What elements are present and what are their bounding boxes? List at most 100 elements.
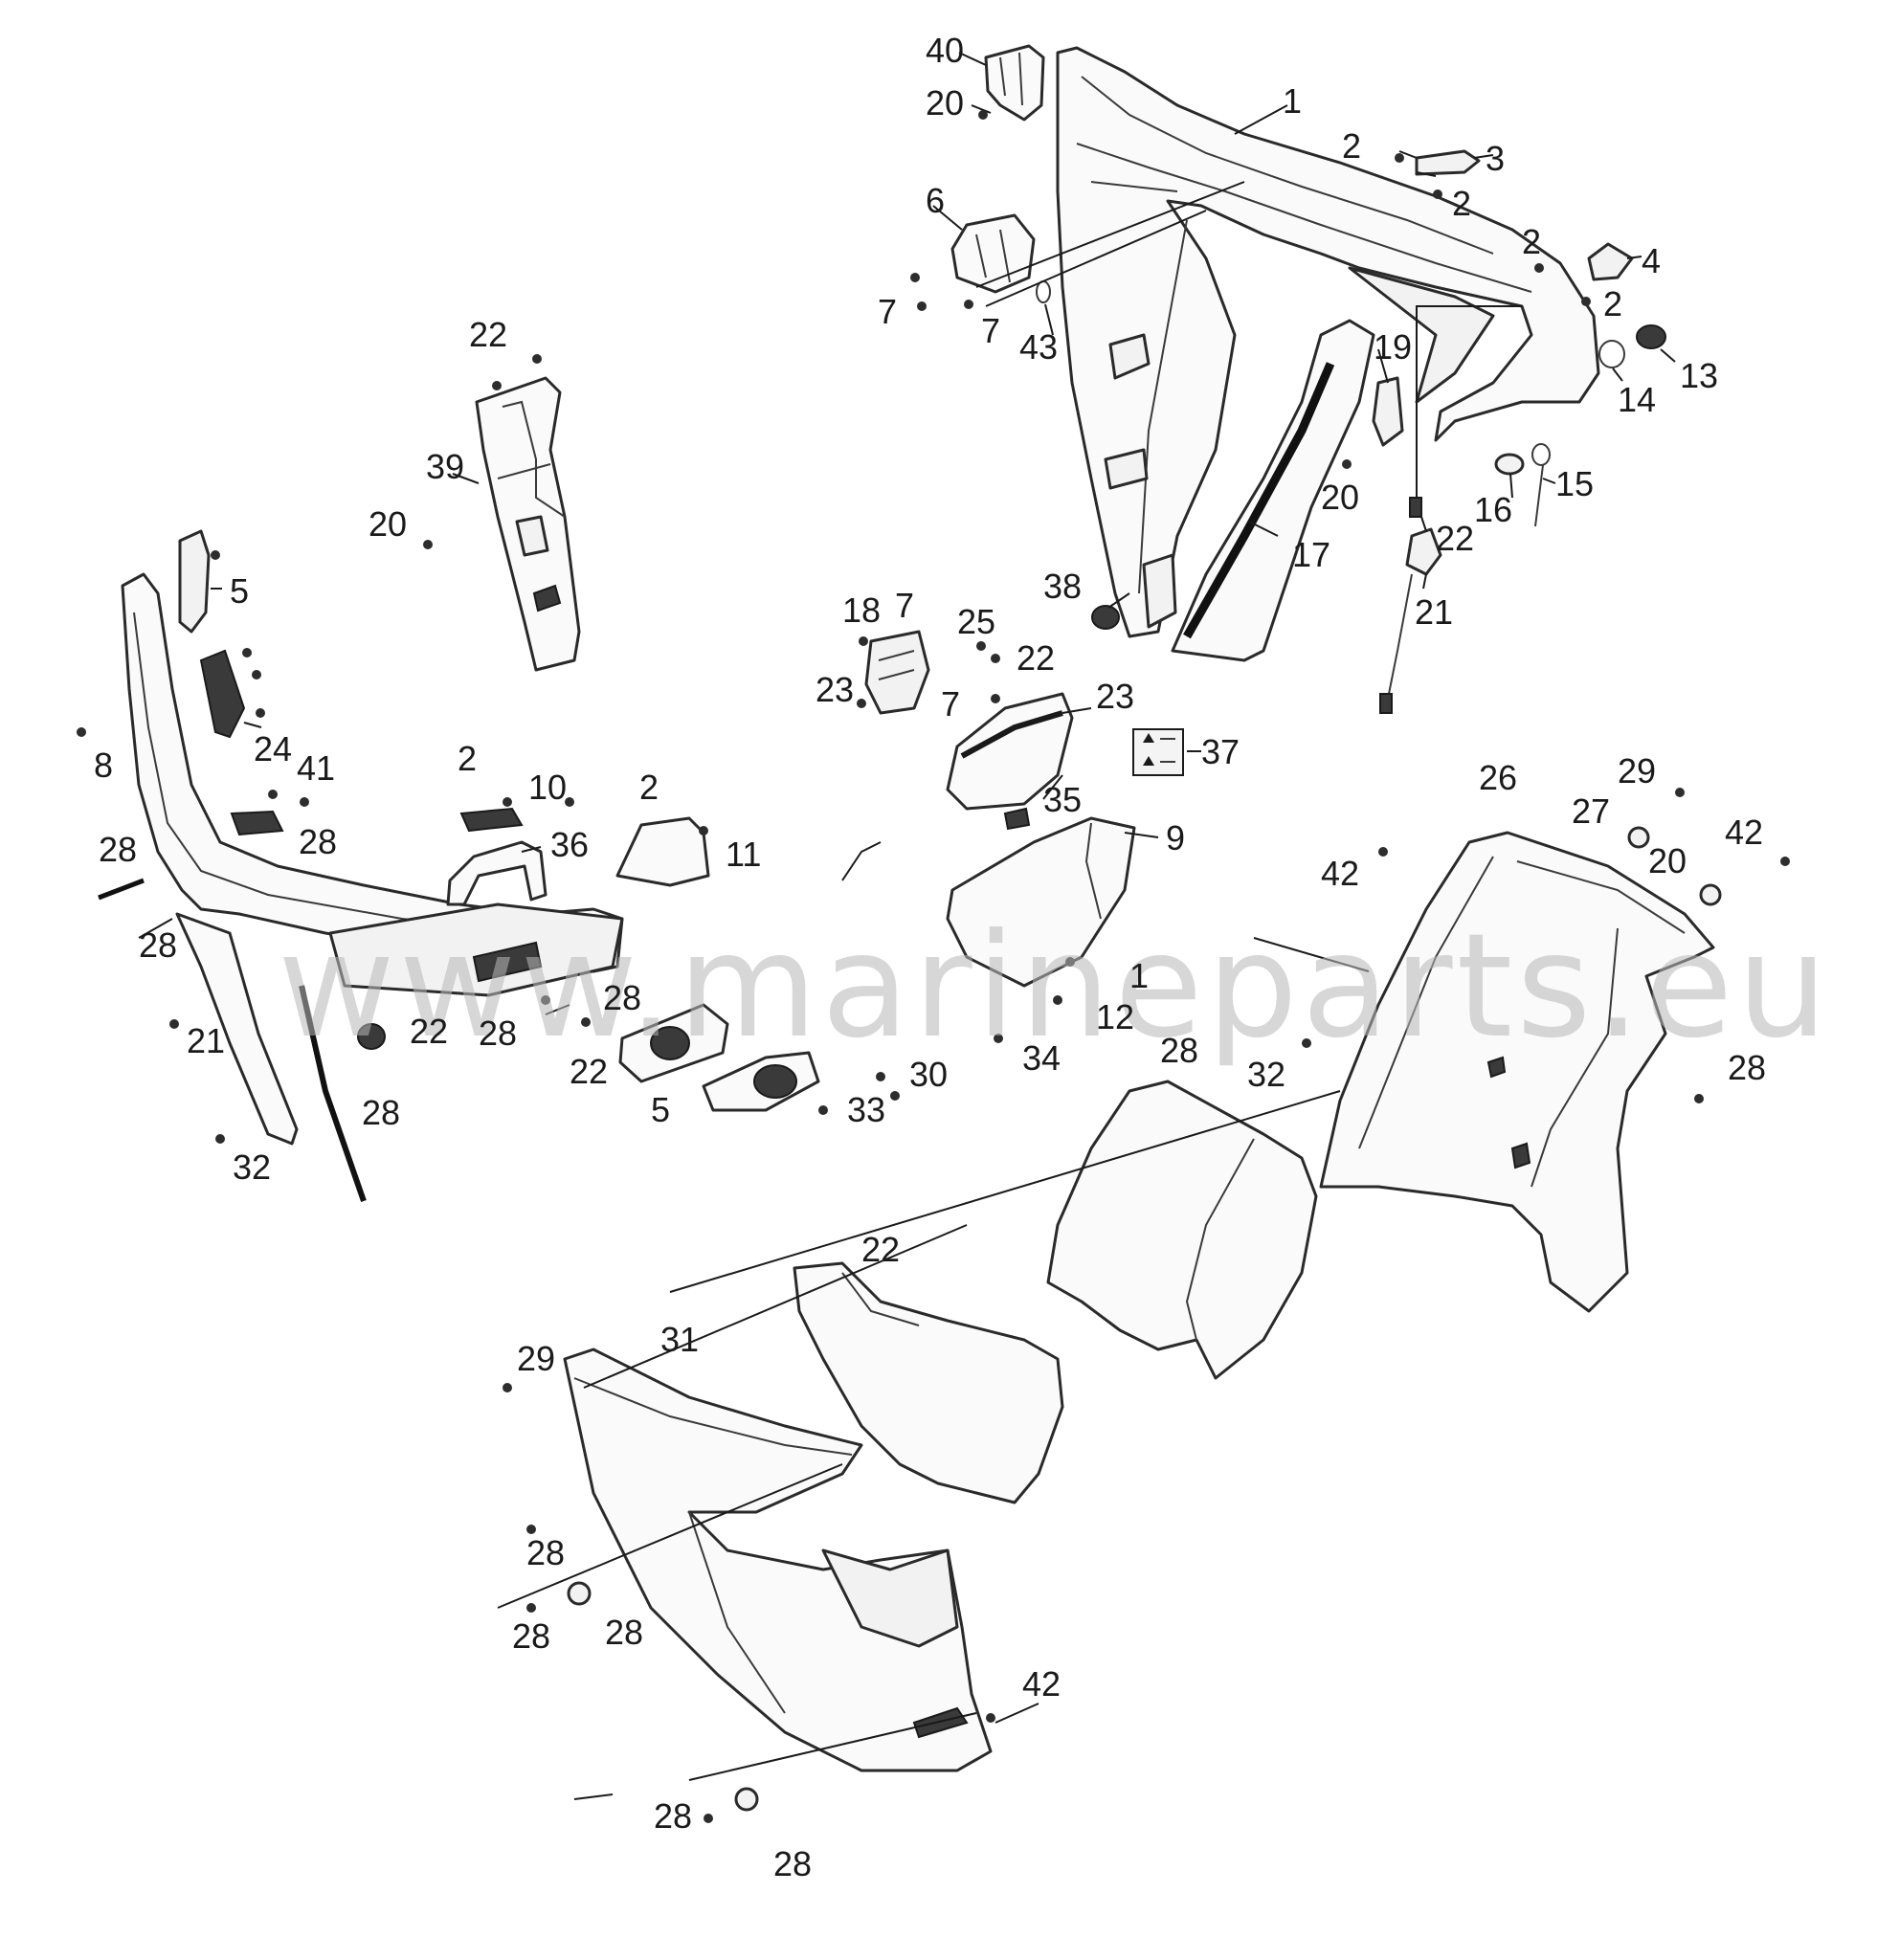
part-front-console-lower	[121, 572, 624, 997]
callout-42: 28	[773, 1844, 812, 1883]
part-14-ring	[1598, 340, 1625, 368]
callout-2: 10	[528, 768, 567, 807]
screw-28-k	[526, 1603, 536, 1613]
screw-28-l	[986, 1713, 995, 1723]
screw-2-h	[565, 797, 574, 807]
screw-28-m	[704, 1814, 713, 1823]
screw-28-i	[503, 1383, 512, 1392]
screw-7-b	[917, 301, 927, 311]
screw-7-c	[964, 300, 973, 309]
callout-7: 23	[816, 670, 854, 709]
screw-7-g	[859, 636, 868, 646]
callout-28: 28	[526, 1533, 565, 1572]
part-33-vent	[702, 1051, 820, 1112]
callout-42: 28	[605, 1613, 643, 1652]
screw-28-h	[1694, 1094, 1704, 1103]
part-10-cleat	[459, 807, 524, 833]
callout-41: 37	[1201, 732, 1240, 771]
callout-36: 28	[99, 830, 137, 869]
watermark-text: www.marineparts.eu	[278, 903, 1832, 1070]
callout-24: 23	[1096, 677, 1134, 716]
part-16-switch	[1494, 453, 1525, 476]
callout-29: 26	[1479, 758, 1517, 797]
part-13-plug	[1636, 324, 1666, 349]
callout-22: 21	[187, 1021, 225, 1060]
callout-32: 30	[909, 1055, 948, 1094]
callout-28: 34	[1022, 1038, 1061, 1078]
callout-39: 39	[426, 447, 464, 486]
callout-5: 28	[362, 1093, 400, 1132]
screw-28-a	[1065, 957, 1075, 967]
screw-22-f	[976, 641, 986, 651]
part-3-cleat	[1415, 149, 1481, 176]
screw-28-e	[1675, 788, 1685, 797]
callout-42: 20	[1648, 841, 1687, 880]
screw-23-a	[991, 654, 1000, 663]
callout-18: 21	[1415, 592, 1453, 632]
callout-2: 2	[1603, 284, 1622, 323]
screw-22-h	[215, 1134, 225, 1144]
callout-32: 33	[847, 1090, 885, 1129]
screw-2-a	[1395, 153, 1404, 163]
screw-2-b	[1433, 189, 1442, 199]
callout-28: 42	[1022, 1664, 1061, 1704]
callout-21: 38	[1043, 567, 1082, 606]
part-21-grommet-upper	[1091, 605, 1120, 630]
callout-7: 7	[981, 311, 1000, 350]
screw-32-c	[818, 1105, 828, 1115]
callout-labels: 40 20 1 2 3 2 6 2 4 2 7 7 43 19 13 14 22…	[94, 31, 1766, 1883]
callout-28: 28	[654, 1796, 692, 1836]
callout-30: 28	[1160, 1031, 1198, 1070]
callout-15: 15	[1555, 464, 1594, 503]
callout-16: 16	[1474, 490, 1512, 529]
screw-20-left	[211, 550, 220, 560]
part-15-lanyard	[1531, 443, 1551, 527]
part-trim-strip-left	[175, 912, 367, 1202]
part-11-handle	[446, 840, 547, 906]
callout-2: 2	[1342, 126, 1361, 166]
screw-20-d	[699, 826, 708, 835]
callout-43: 43	[1019, 327, 1058, 367]
callout-21: 22	[410, 1012, 448, 1051]
screw-7-a	[910, 273, 920, 282]
part-41-warning-label	[1132, 728, 1184, 776]
screw-2-g	[503, 797, 512, 807]
callout-40: 40	[926, 31, 964, 70]
callout-2: 2	[1522, 222, 1541, 261]
part-21-grommet-lower	[357, 1023, 386, 1050]
part-40-bracket	[984, 44, 1045, 122]
screw-7-d	[242, 648, 252, 657]
callout-34: 22	[570, 1052, 608, 1091]
part-36-rod	[98, 878, 145, 901]
callout-28: 42	[1321, 854, 1359, 893]
callout-3: 3	[1486, 139, 1505, 178]
screw-20-mid	[1342, 459, 1352, 469]
leader-lines	[138, 52, 1676, 1800]
callout-20: 20	[926, 83, 964, 122]
callout-28: 32	[1247, 1055, 1285, 1094]
callout-7: 18	[842, 590, 881, 630]
part-24-glovebox-lid	[946, 692, 1074, 811]
callout-17: 22	[1436, 519, 1474, 558]
part-18-key-switch	[1379, 527, 1442, 714]
screw-22-c	[423, 540, 433, 549]
screw-28-j	[526, 1525, 536, 1534]
callout-22: 25	[957, 602, 995, 641]
callout-31: 22	[861, 1230, 900, 1269]
callout-22: 28	[479, 1013, 517, 1053]
callout-2: 41	[297, 748, 335, 788]
callout-38: 5	[230, 571, 249, 611]
callout-26: 35	[1043, 780, 1082, 819]
screw-22-top	[492, 381, 502, 390]
part-29-side-panel-right	[1319, 831, 1715, 1313]
screw-22-i	[541, 995, 550, 1005]
callout-28: 12	[1096, 997, 1134, 1036]
callout-19: 19	[1374, 327, 1412, 367]
part-29-side-panel-lower	[563, 1348, 993, 1772]
screw-7-e	[252, 670, 261, 679]
callout-11: 36	[550, 825, 589, 864]
callout-23: 22	[1017, 638, 1055, 678]
part-43-clip	[1036, 280, 1051, 303]
part-34-speaker	[618, 1003, 729, 1083]
screw-2-f	[300, 797, 309, 807]
